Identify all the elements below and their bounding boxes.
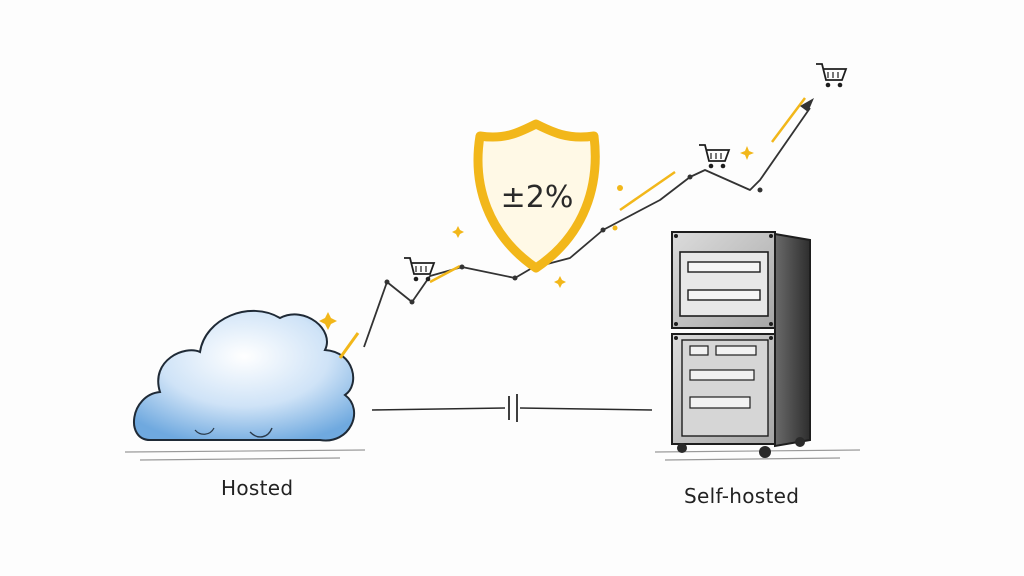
server-rack-icon (671, 231, 811, 458)
connection-line (371, 394, 653, 422)
sparkle-icon (319, 146, 754, 330)
cloud-shadow (124, 449, 366, 461)
self-hosted-label: Self-hosted (684, 484, 800, 508)
shopping-cart-icon (404, 257, 436, 282)
cloud-icon (133, 309, 356, 442)
shopping-cart-icon (699, 144, 731, 169)
shopping-cart-icon (816, 63, 848, 88)
server-shadow (654, 449, 861, 461)
growth-trend-line (338, 97, 814, 359)
hosted-label: Hosted (221, 476, 294, 500)
shield-value: ±2% (501, 180, 574, 215)
shield-icon: ±2% (473, 119, 600, 273)
